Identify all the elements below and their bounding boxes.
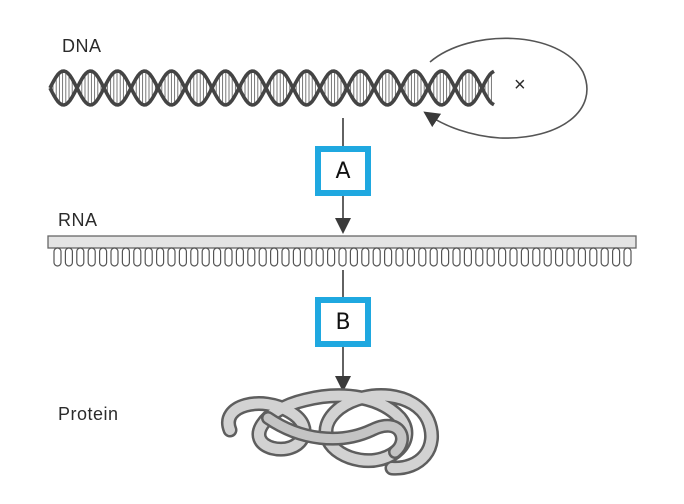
replication-mark: × xyxy=(514,74,527,96)
rna-base xyxy=(144,247,153,267)
protein-label: Protein xyxy=(58,404,119,424)
dna-strand-2 xyxy=(48,69,495,107)
rna-base xyxy=(178,247,187,267)
rna-base xyxy=(475,247,484,267)
rna-base xyxy=(190,247,199,267)
rna-base xyxy=(247,247,256,267)
rna-base xyxy=(452,247,461,267)
rna-base xyxy=(463,247,472,267)
rna-base xyxy=(110,247,119,267)
rna-label: RNA xyxy=(58,210,98,230)
rna-base xyxy=(566,247,575,267)
rna-base xyxy=(418,247,427,267)
rna-base xyxy=(406,247,415,267)
rna-base xyxy=(429,247,438,267)
rna-base xyxy=(577,247,587,267)
rna-base xyxy=(520,247,530,267)
rna-base xyxy=(338,247,347,267)
step-b-box: B xyxy=(315,297,371,347)
rna-base xyxy=(281,247,290,267)
rna-base xyxy=(509,247,518,267)
rna-base xyxy=(121,247,131,267)
step-a-box: A xyxy=(315,146,371,196)
dna-double-helix-icon xyxy=(48,69,495,107)
rna-base xyxy=(224,247,233,267)
rna-base xyxy=(611,247,621,267)
rna-base xyxy=(623,247,632,267)
rna-base xyxy=(304,247,313,267)
rna-base xyxy=(258,247,267,267)
rna-base xyxy=(87,247,96,267)
replication-loop-icon xyxy=(423,37,588,139)
rna-base xyxy=(213,247,222,267)
rna-base xyxy=(589,247,598,267)
rna-base xyxy=(64,247,74,267)
rna-base xyxy=(133,247,142,267)
folded-protein-icon xyxy=(221,388,440,476)
rna-base xyxy=(498,247,507,267)
rna-base xyxy=(384,247,393,267)
rna-base xyxy=(156,247,165,267)
rna-base xyxy=(600,247,609,267)
rna-base xyxy=(292,247,301,267)
rna-base xyxy=(543,247,552,267)
rna-base xyxy=(486,247,495,267)
rna-base xyxy=(76,247,85,267)
rna-base xyxy=(98,247,108,267)
rna-base xyxy=(201,247,210,267)
rna-base xyxy=(53,247,62,267)
dna-strand-1 xyxy=(48,69,495,107)
rna-base xyxy=(349,247,358,267)
rna-base xyxy=(235,247,244,267)
rna-base xyxy=(532,247,541,267)
rna-base xyxy=(395,247,404,267)
rna-base xyxy=(327,247,336,267)
rna-base xyxy=(270,247,279,267)
rna-base xyxy=(315,247,324,267)
dna-label: DNA xyxy=(62,36,102,56)
rna-base xyxy=(167,247,176,267)
rna-strand-icon xyxy=(47,235,637,267)
rna-base xyxy=(554,247,564,267)
rna-base xyxy=(372,247,381,267)
rna-base xyxy=(441,247,450,267)
rna-base xyxy=(361,247,370,267)
